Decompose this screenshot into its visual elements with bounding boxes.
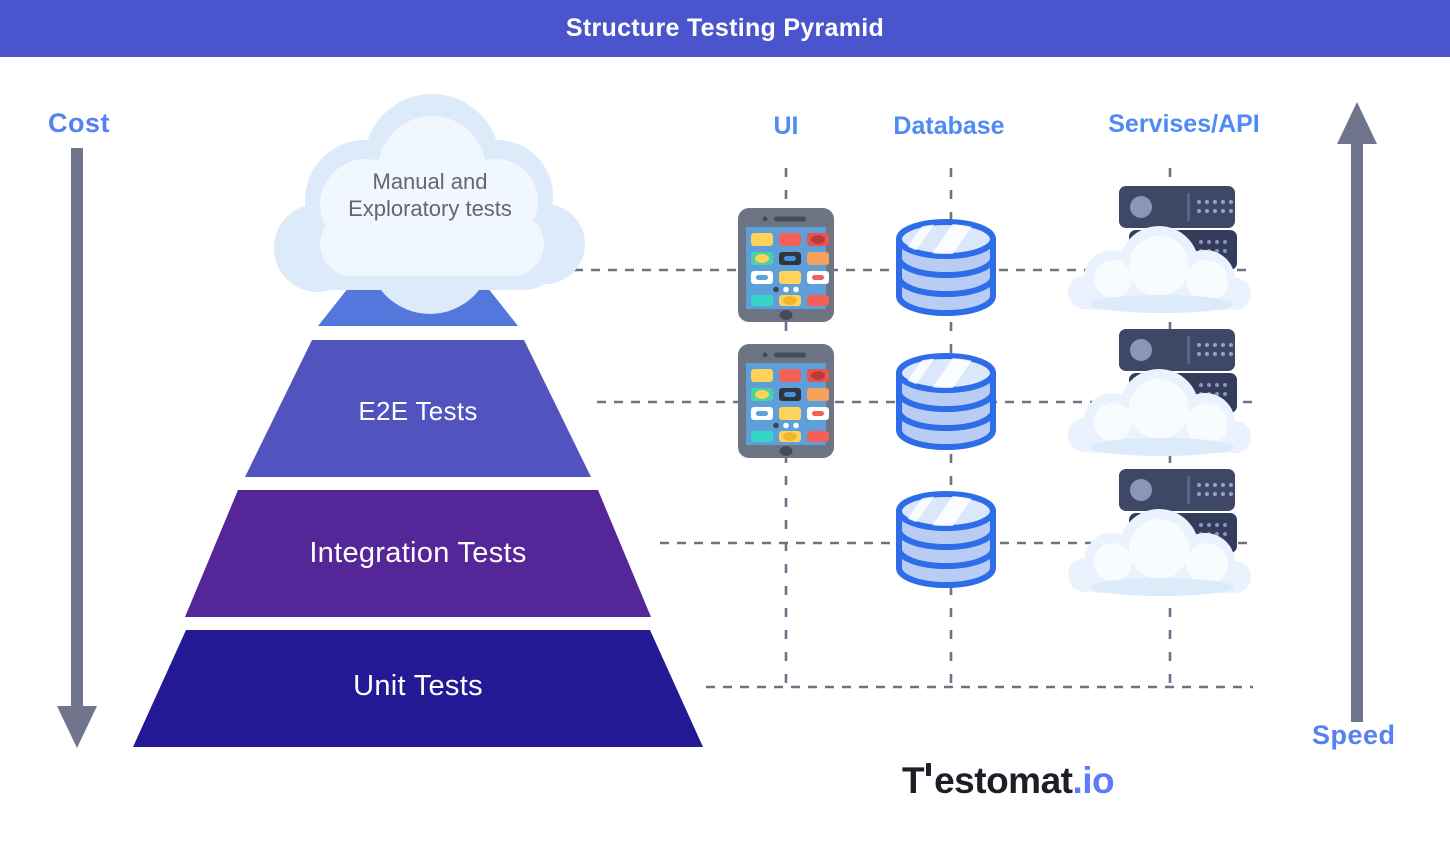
- ui-phone-icon: [738, 208, 834, 322]
- cloud-shape: [274, 94, 585, 314]
- ui-phone-icon: [738, 344, 834, 458]
- speed-axis-label: Speed: [1312, 720, 1396, 750]
- logo-rest: estomat: [934, 760, 1073, 801]
- services-cloud-server-icon: [1068, 469, 1251, 596]
- services-cloud-server-icon: [1068, 186, 1251, 313]
- column-label-services-api: Servises/API: [1108, 110, 1260, 138]
- pyramid-level-e2e: [245, 340, 591, 477]
- services-cloud-server-icon: [1068, 329, 1251, 456]
- column-label-ui: UI: [773, 112, 799, 140]
- level-label-e2e: E2E Tests: [358, 396, 478, 426]
- speed-arrow: [1337, 102, 1377, 722]
- logo-suffix: .io: [1072, 760, 1115, 801]
- level-label-unit: Unit Tests: [353, 670, 483, 702]
- pyramid-level-integration: [185, 490, 651, 617]
- database-icon: [899, 201, 993, 313]
- page-title: Structure Testing Pyramid: [565, 14, 885, 42]
- database-icon: [899, 473, 993, 585]
- cloud-label-line2: Exploratory tests: [348, 196, 512, 221]
- level-label-integration: Integration Tests: [309, 537, 527, 569]
- header-bar: Structure Testing Pyramid: [0, 0, 1450, 57]
- logo-tick: [926, 763, 932, 776]
- cost-axis-label: Cost: [48, 108, 110, 138]
- cost-arrow: [57, 148, 97, 748]
- cloud-level-label: Manual and Exploratory tests: [295, 168, 565, 222]
- database-icon: [899, 335, 993, 447]
- logo-t: T: [902, 760, 925, 801]
- pyramid-level-unit: [133, 630, 703, 747]
- column-label-database: Database: [893, 112, 1005, 140]
- cloud-label-line1: Manual and: [372, 169, 488, 194]
